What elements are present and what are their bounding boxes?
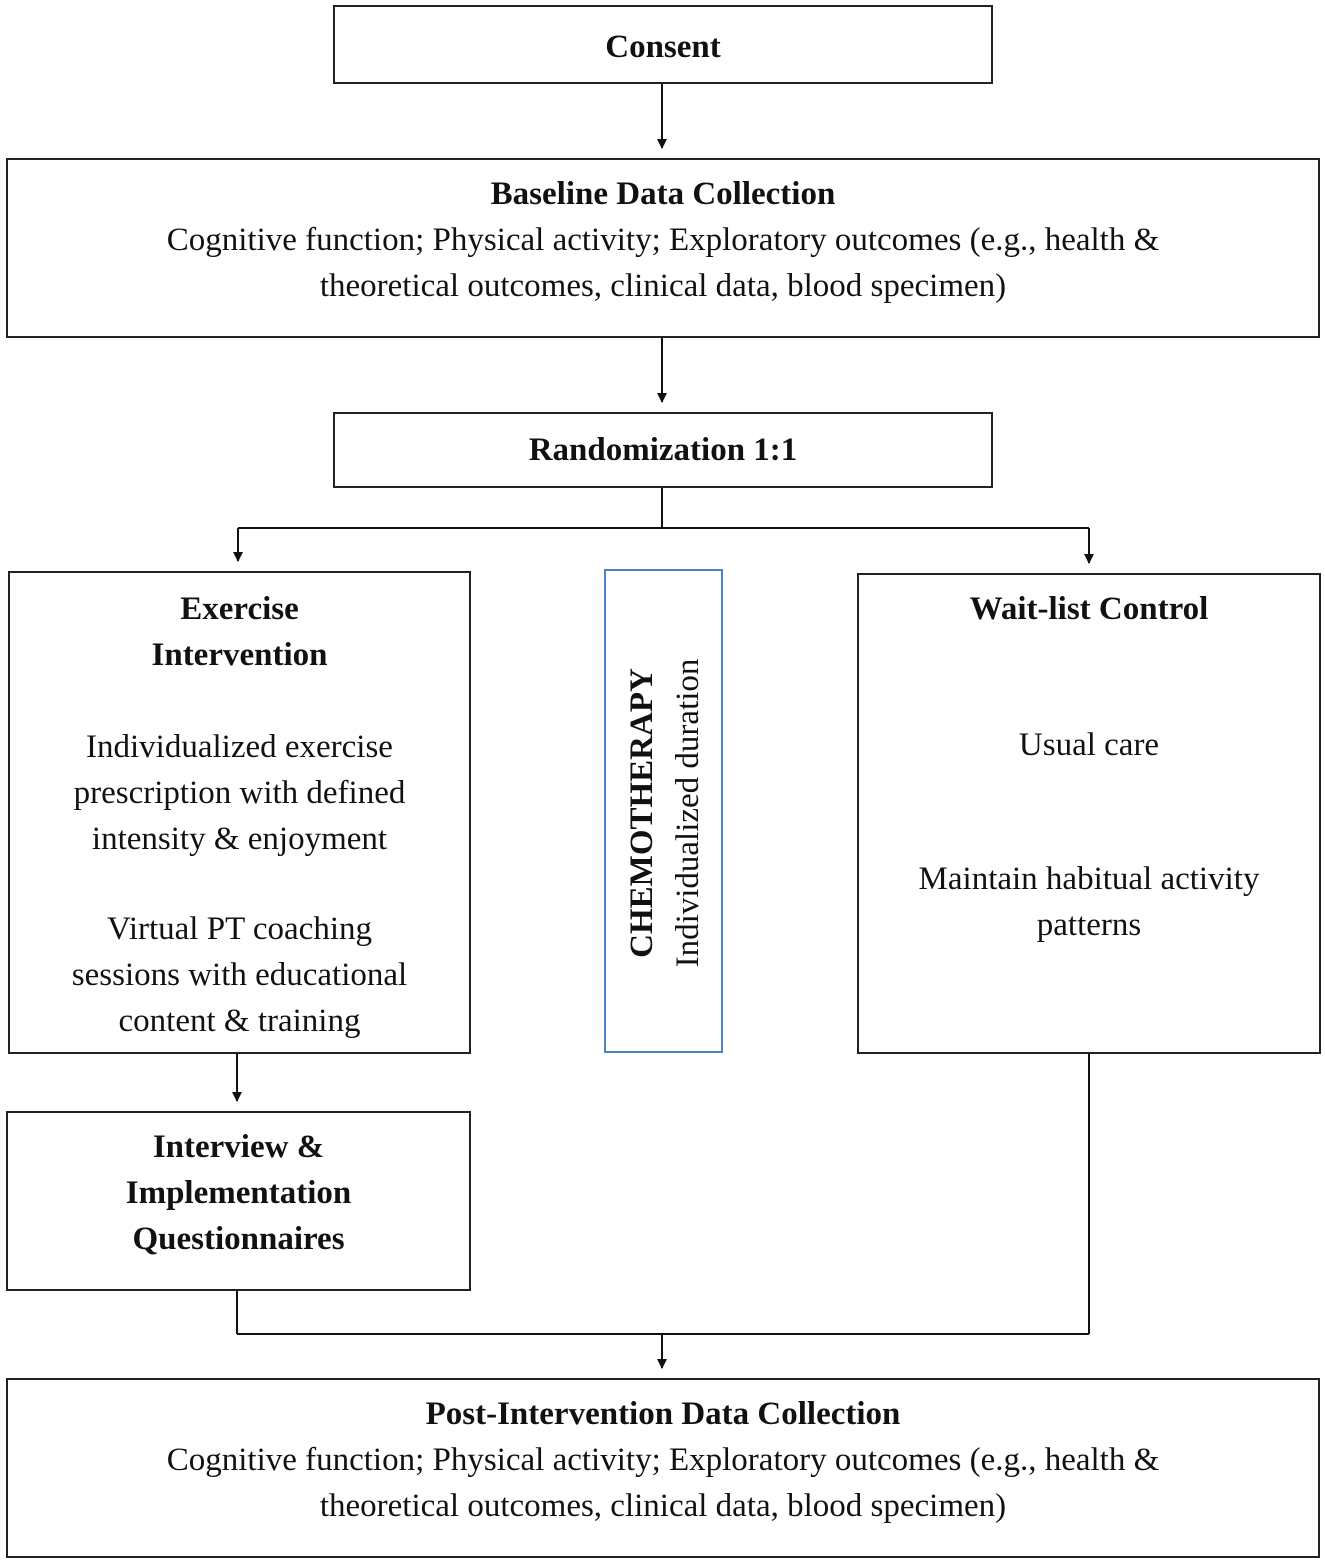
chemotherapy-subtitle: Individualized duration [670,658,706,968]
post-line-1: Cognitive function; Physical activity; E… [166,1442,1160,1478]
consent-box: Consent [333,5,993,84]
exercise-para2-line: content & training [118,1003,361,1039]
interview-box: Interview & Implementation Questionnaire… [6,1111,471,1291]
randomization-box: Randomization 1:1 [333,412,993,488]
chemotherapy-box: CHEMOTHERAPY Individualized duration [604,569,723,1053]
waitlist-control-box: Wait-list Control Usual care Maintain ha… [857,573,1321,1054]
post-intervention-box: Post-Intervention Data Collection Cognit… [6,1378,1320,1558]
chemotherapy-rotated-text: CHEMOTHERAPY Individualized duration [619,583,711,1043]
exercise-para1-line: prescription with defined [73,775,406,811]
baseline-title: Baseline Data Collection [490,176,836,212]
waitlist-usual-care: Usual care [1018,727,1160,763]
waitlist-maintain-line-2: patterns [1036,907,1142,943]
baseline-box: Baseline Data Collection Cognitive funct… [6,158,1320,338]
exercise-para1-line: Individualized exercise [86,729,393,765]
post-line-2: theoretical outcomes, clinical data, blo… [319,1488,1007,1524]
interview-line-1: Interview & [152,1129,325,1165]
randomization-title: Randomization 1:1 [528,432,798,468]
exercise-title-2: Intervention [151,637,328,673]
baseline-line-1: Cognitive function; Physical activity; E… [166,222,1160,258]
exercise-para2-line: sessions with educational [71,957,408,993]
waitlist-maintain-line-1: Maintain habitual activity [918,861,1260,897]
post-title: Post-Intervention Data Collection [425,1396,901,1432]
exercise-title-1: Exercise [180,591,299,627]
waitlist-title: Wait-list Control [969,591,1209,627]
exercise-intervention-box: Exercise Intervention Individualized exe… [8,571,471,1054]
interview-line-3: Questionnaires [132,1221,345,1257]
interview-line-2: Implementation [125,1175,352,1211]
chemotherapy-title: CHEMOTHERAPY [624,668,660,958]
baseline-line-2: theoretical outcomes, clinical data, blo… [319,268,1007,304]
exercise-para2-line: Virtual PT coaching [106,911,372,947]
consent-title: Consent [605,29,721,65]
exercise-para1-line: intensity & enjoyment [91,821,388,857]
